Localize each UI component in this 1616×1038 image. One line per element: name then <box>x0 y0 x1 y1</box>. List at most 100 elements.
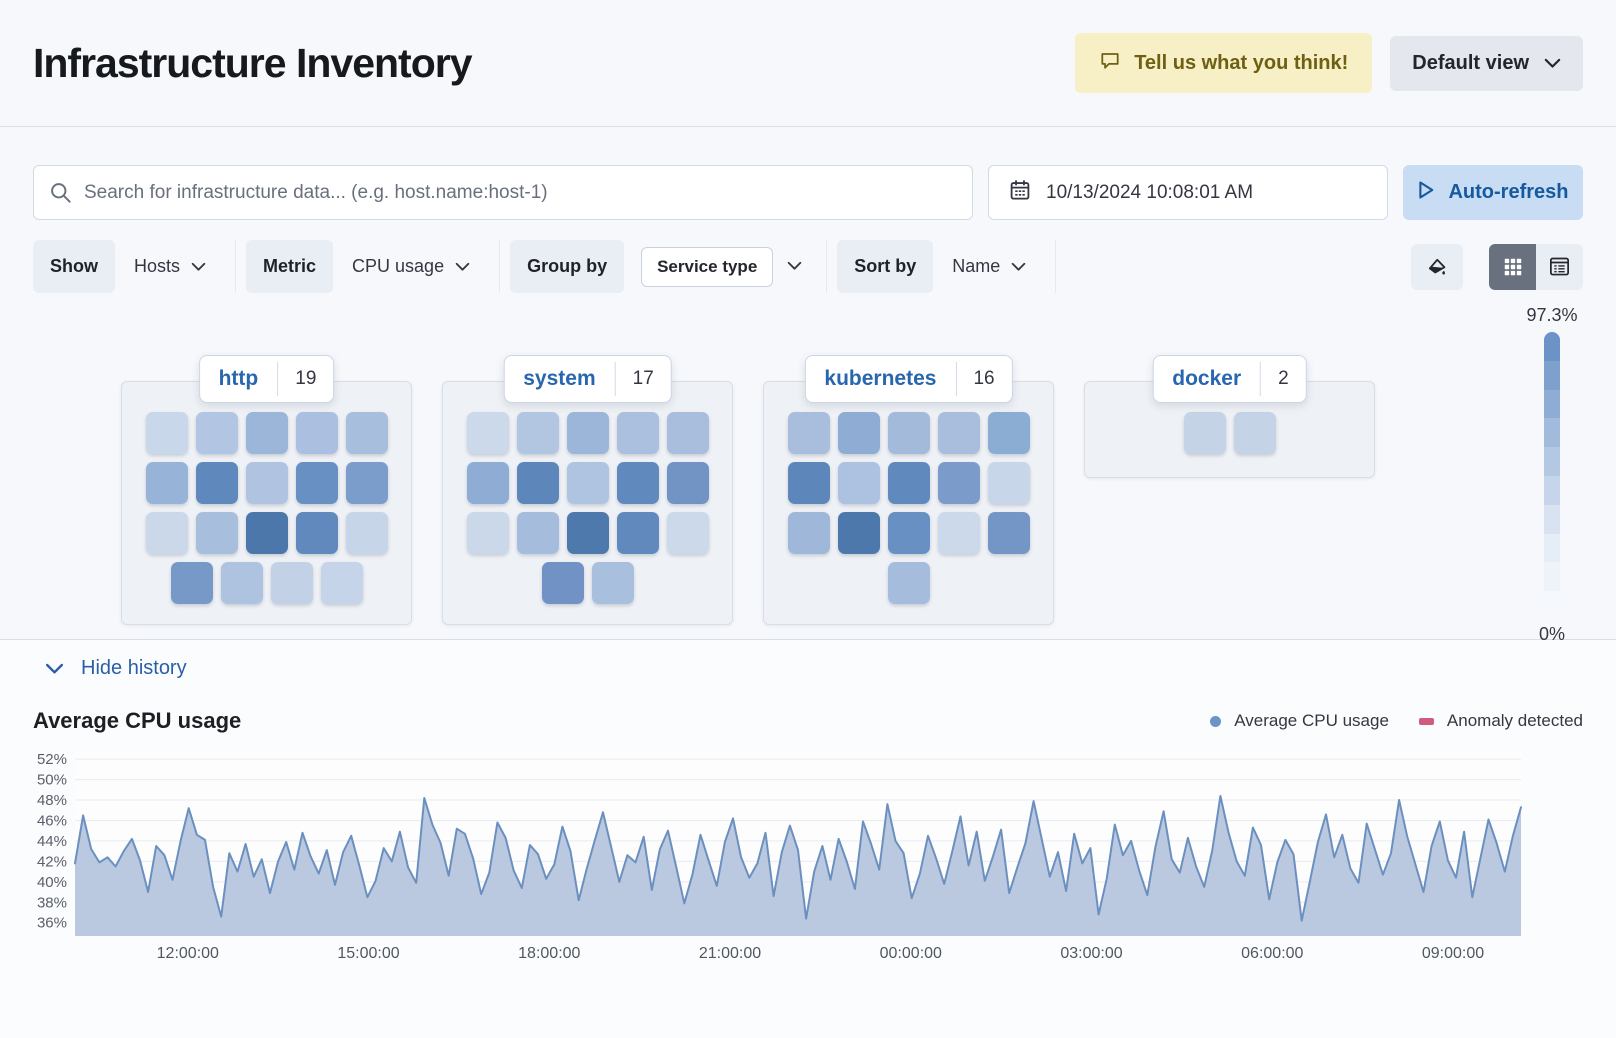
table-view-toggle[interactable] <box>1536 243 1583 290</box>
host-square[interactable] <box>145 412 188 454</box>
host-square[interactable] <box>566 512 609 554</box>
host-square[interactable] <box>887 512 930 554</box>
host-square[interactable] <box>466 462 509 504</box>
host-square[interactable] <box>345 462 388 504</box>
fill-color-button[interactable] <box>1411 243 1463 290</box>
host-square[interactable] <box>937 462 980 504</box>
host-square[interactable] <box>320 562 363 604</box>
sortby-dropdown[interactable]: Name <box>933 256 1045 277</box>
host-square[interactable] <box>616 412 659 454</box>
legend-swatch-icon <box>1418 717 1434 725</box>
host-square[interactable] <box>616 462 659 504</box>
host-square[interactable] <box>170 562 213 604</box>
host-square[interactable] <box>937 512 980 554</box>
date-value: 10/13/2024 10:08:01 AM <box>1046 181 1254 203</box>
host-square[interactable] <box>837 462 880 504</box>
host-square[interactable] <box>616 512 659 554</box>
host-square[interactable] <box>245 412 288 454</box>
host-square[interactable] <box>466 412 509 454</box>
host-square[interactable] <box>987 462 1030 504</box>
host-square[interactable] <box>145 462 188 504</box>
chevron-down-icon <box>455 262 470 271</box>
host-square[interactable] <box>245 512 288 554</box>
group-name-link[interactable]: system <box>523 367 596 390</box>
host-square[interactable] <box>345 512 388 554</box>
host-square[interactable] <box>566 412 609 454</box>
date-picker[interactable]: 10/13/2024 10:08:01 AM <box>988 165 1388 220</box>
auto-refresh-button[interactable]: Auto-refresh <box>1403 165 1583 220</box>
host-square[interactable] <box>887 412 930 454</box>
group-name-link[interactable]: http <box>218 367 259 390</box>
group-name-link[interactable]: kubernetes <box>824 367 937 390</box>
host-square[interactable] <box>516 512 559 554</box>
divider <box>614 362 616 396</box>
host-square[interactable] <box>195 512 238 554</box>
host-square[interactable] <box>937 412 980 454</box>
metric-dropdown[interactable]: CPU usage <box>333 256 489 277</box>
host-square[interactable] <box>1183 412 1226 454</box>
host-square[interactable] <box>516 412 559 454</box>
chevron-down-icon <box>45 663 64 674</box>
show-dropdown[interactable]: Hosts <box>115 256 225 277</box>
host-square[interactable] <box>295 512 338 554</box>
svg-text:44%: 44% <box>37 833 67 850</box>
legend-item[interactable]: Anomaly detected <box>1418 711 1583 731</box>
host-square[interactable] <box>987 412 1030 454</box>
host-square[interactable] <box>787 412 830 454</box>
paint-fill-icon <box>1428 258 1446 275</box>
host-square[interactable] <box>220 562 263 604</box>
legend-label: Anomaly detected <box>1446 711 1583 730</box>
host-square[interactable] <box>987 512 1030 554</box>
legend-item[interactable]: Average CPU usage <box>1210 711 1389 731</box>
host-square[interactable] <box>566 462 609 504</box>
search-input[interactable] <box>33 165 973 220</box>
search-toolbar: 10/13/2024 10:08:01 AM Auto-refresh <box>33 165 1583 220</box>
group-count: 16 <box>973 368 995 389</box>
host-square[interactable] <box>541 562 584 604</box>
group-count: 2 <box>1278 368 1289 389</box>
groupby-value-chip[interactable]: Service type <box>641 246 774 287</box>
host-square[interactable] <box>837 512 880 554</box>
speech-bubble-icon <box>1099 49 1121 77</box>
svg-text:03:00:00: 03:00:00 <box>1060 945 1122 962</box>
svg-text:36%: 36% <box>37 915 67 932</box>
view-dropdown[interactable]: Default view <box>1390 35 1583 91</box>
host-square[interactable] <box>887 462 930 504</box>
svg-text:42%: 42% <box>37 853 67 870</box>
host-square[interactable] <box>837 412 880 454</box>
page-title: Infrastructure Inventory <box>33 39 472 86</box>
page-header: Infrastructure Inventory Tell us what yo… <box>0 0 1616 127</box>
feedback-button[interactable]: Tell us what you think! <box>1075 33 1373 93</box>
host-square[interactable] <box>295 462 338 504</box>
group-name-link[interactable]: docker <box>1172 367 1242 390</box>
host-square[interactable] <box>591 562 634 604</box>
svg-text:18:00:00: 18:00:00 <box>518 945 580 962</box>
host-square[interactable] <box>295 412 338 454</box>
host-square[interactable] <box>666 512 709 554</box>
host-square[interactable] <box>1233 412 1276 454</box>
host-square[interactable] <box>666 462 709 504</box>
svg-text:40%: 40% <box>37 874 67 891</box>
grid-view-toggle[interactable] <box>1489 243 1536 290</box>
host-square[interactable] <box>145 512 188 554</box>
host-square[interactable] <box>345 412 388 454</box>
host-square[interactable] <box>787 462 830 504</box>
host-square[interactable] <box>787 512 830 554</box>
host-square[interactable] <box>516 462 559 504</box>
host-square[interactable] <box>887 562 930 604</box>
chart-legend: Average CPU usage Anomaly detected <box>1210 711 1583 731</box>
metric-label: Metric <box>246 240 334 293</box>
group-label-pill: docker 2 <box>1152 355 1307 403</box>
host-square[interactable] <box>195 462 238 504</box>
groupby-dropdown[interactable] <box>787 258 802 276</box>
hide-history-toggle[interactable]: Hide history <box>0 640 1616 694</box>
host-square[interactable] <box>466 512 509 554</box>
host-square[interactable] <box>270 562 313 604</box>
host-square[interactable] <box>245 462 288 504</box>
host-square[interactable] <box>666 412 709 454</box>
scale-max-label: 97.3% <box>1526 305 1578 325</box>
host-square[interactable] <box>195 412 238 454</box>
